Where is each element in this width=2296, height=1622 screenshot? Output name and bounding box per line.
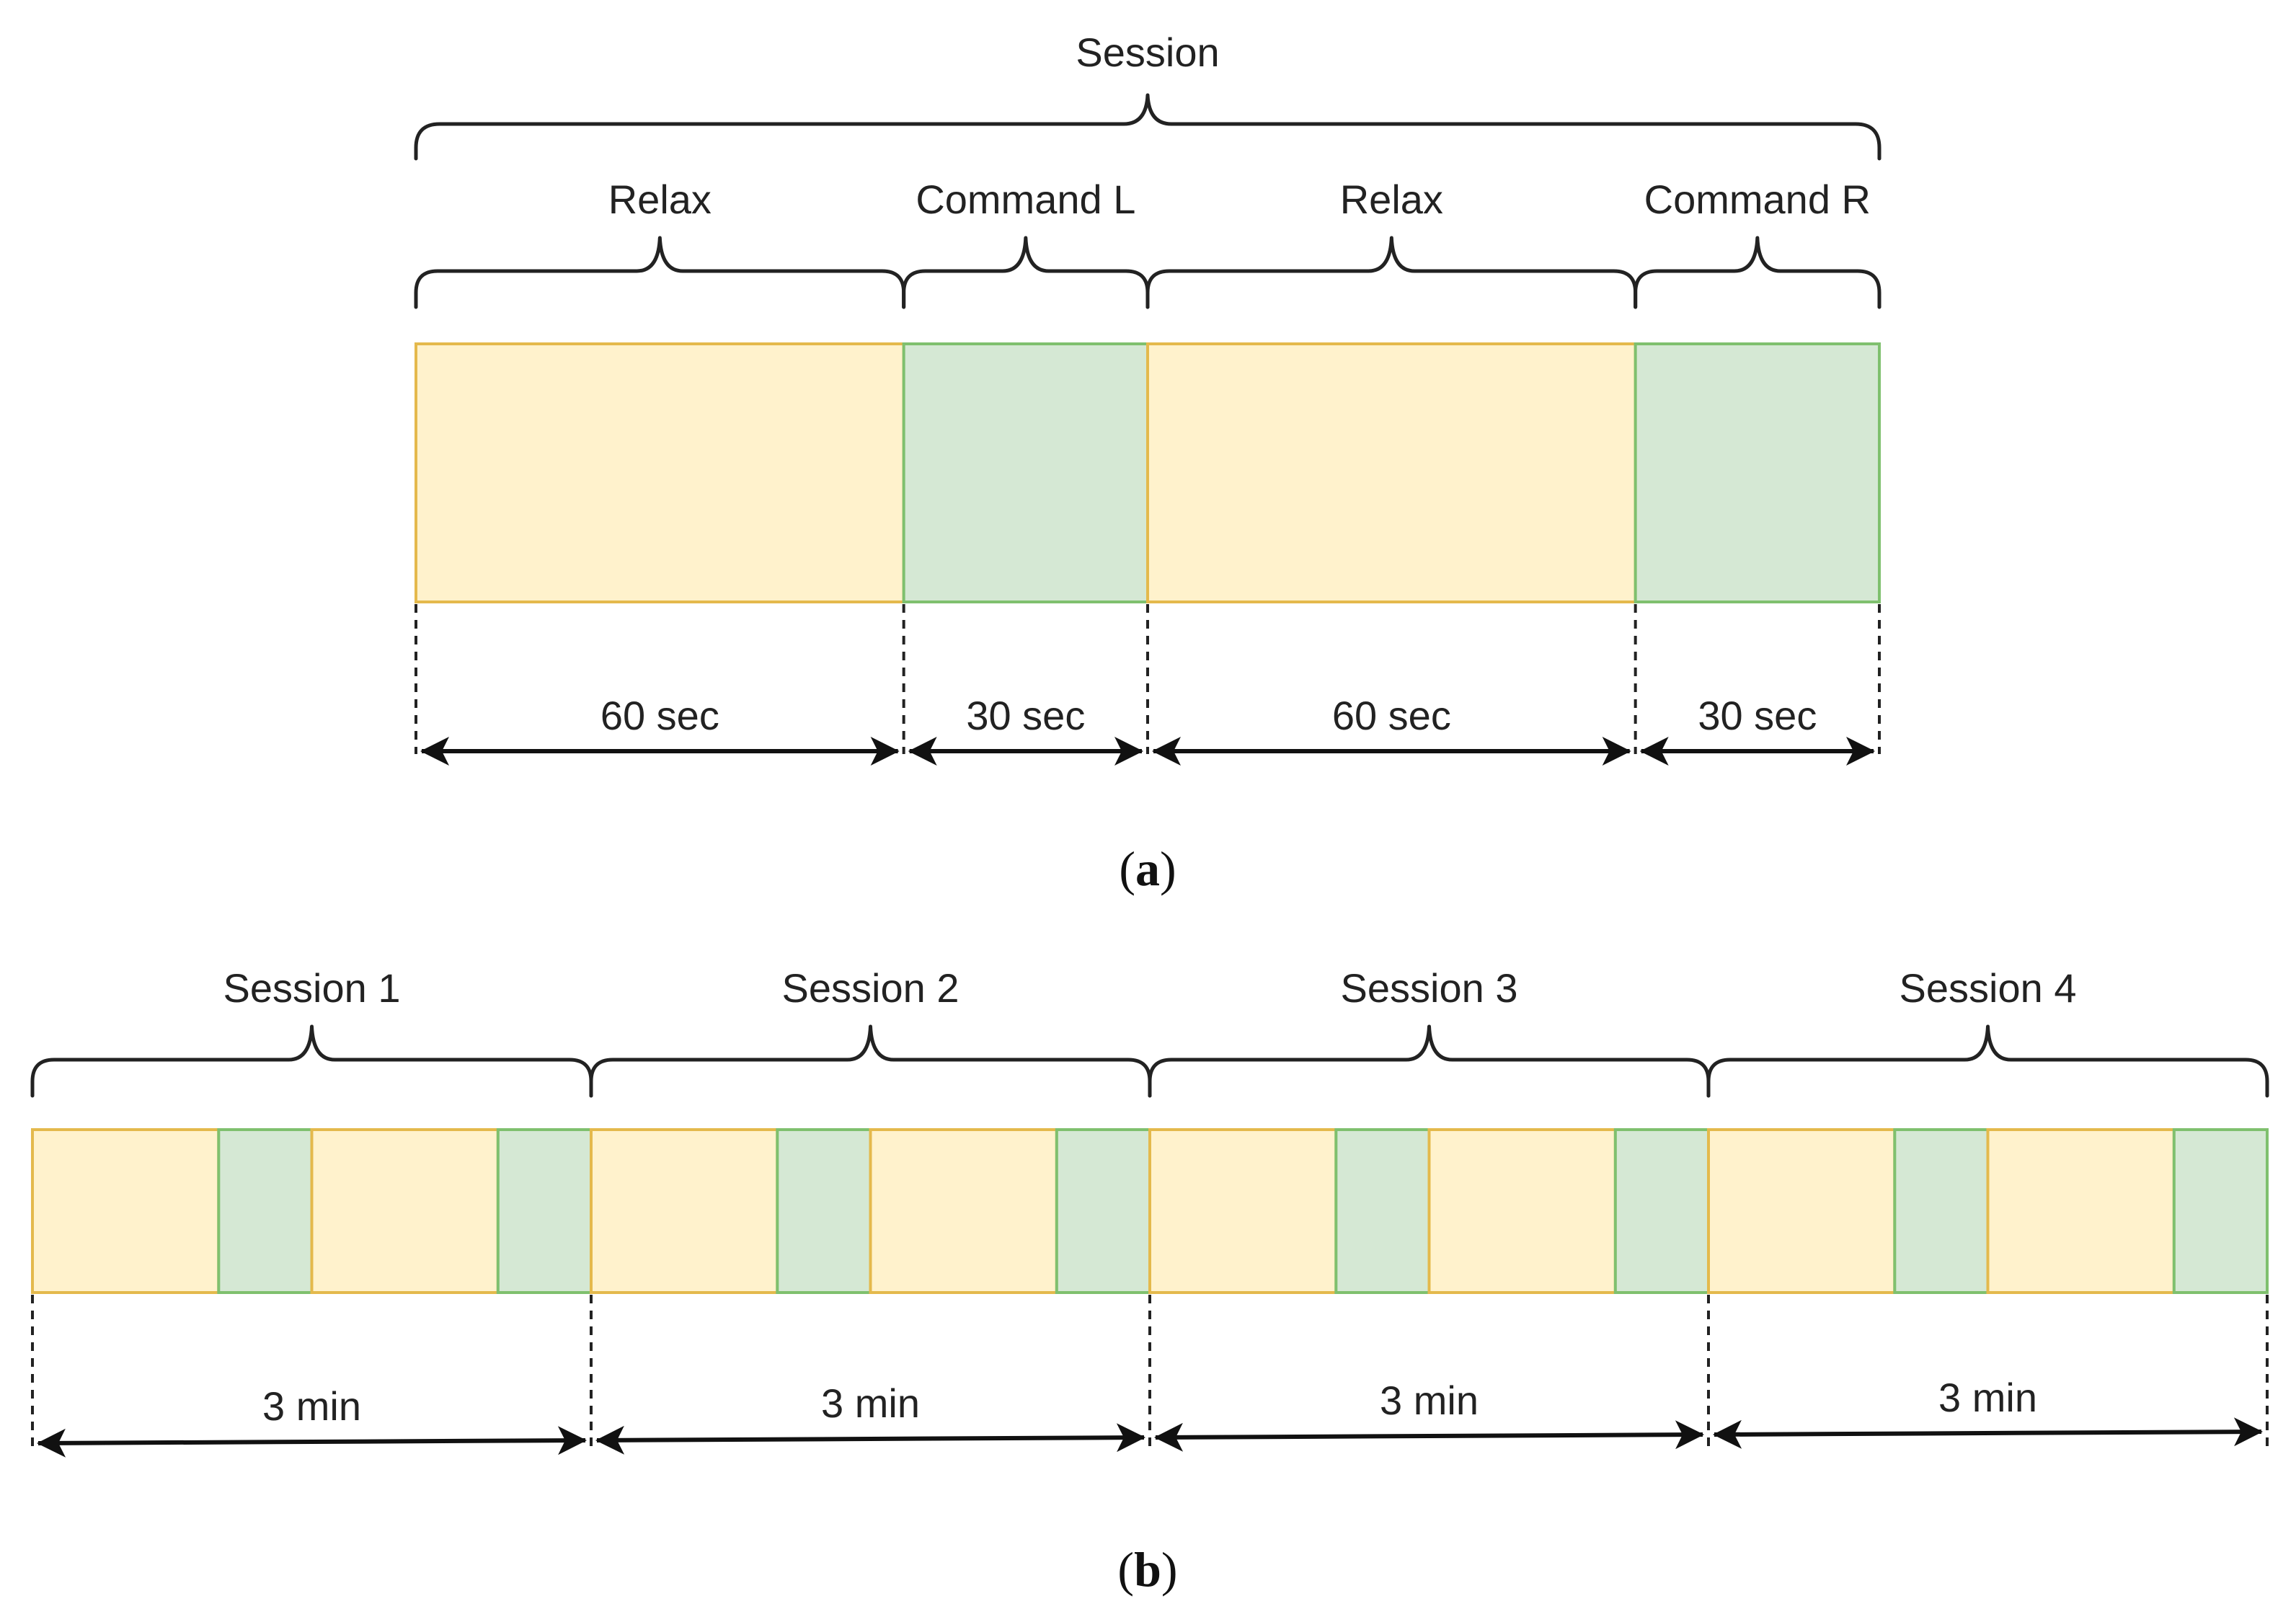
relax-block — [1148, 1128, 1338, 1294]
session-label: Session 1 — [223, 965, 401, 1011]
relax-block — [415, 342, 905, 603]
session-braces — [30, 1024, 2269, 1098]
phase-label: Relax — [608, 177, 712, 222]
duration-arrow — [595, 1423, 1145, 1455]
session-labels: Session 1 Session 2 Session 3 Session 4 — [223, 965, 2077, 1011]
command-block — [1634, 342, 1881, 603]
relax-block — [590, 1128, 779, 1294]
relax-block — [310, 1128, 500, 1294]
command-block — [217, 1128, 314, 1294]
phase-label: Relax — [1340, 177, 1443, 222]
session-brace — [414, 93, 1881, 161]
relax-block — [1707, 1128, 1897, 1294]
command-block — [2172, 1128, 2269, 1294]
duration-label: 30 sec — [1698, 693, 1817, 738]
command-block — [902, 342, 1149, 603]
duration-arrow — [1154, 1420, 1704, 1452]
session-label: Session 3 — [1341, 965, 1518, 1011]
duration-label: 3 min — [821, 1381, 920, 1426]
session-brace — [30, 1024, 593, 1098]
phase-label: Command R — [1644, 177, 1871, 222]
duration-label: 30 sec — [966, 693, 1085, 738]
session-brace — [1148, 1024, 1711, 1098]
relax-block — [1146, 342, 1637, 603]
panel-a-caption: (a) — [1119, 841, 1176, 896]
phase-labels: Relax Command L Relax Command R — [608, 177, 1871, 222]
relax-block — [1427, 1128, 1617, 1294]
duration-label: 3 min — [1380, 1378, 1479, 1423]
phase-braces — [414, 236, 1881, 309]
command-block — [1613, 1128, 1710, 1294]
phase-brace — [1634, 236, 1881, 309]
session-label: Session 4 — [1900, 965, 2077, 1011]
session-blocks — [31, 1128, 2269, 1294]
command-block — [1334, 1128, 1431, 1294]
session-label: Session — [1076, 30, 1219, 75]
duration-arrow — [1713, 1417, 2263, 1449]
command-block — [496, 1128, 593, 1294]
session-boundary-lines — [31, 1295, 2269, 1446]
duration-label: 60 sec — [600, 693, 719, 738]
duration-arrow — [37, 1426, 587, 1458]
session-duration-labels: 3 min 3 min 3 min 3 min — [262, 1375, 2037, 1429]
command-block — [1893, 1128, 1990, 1294]
phase-brace — [414, 236, 906, 309]
duration-label: 60 sec — [1332, 693, 1451, 738]
command-block — [1055, 1128, 1152, 1294]
command-block — [776, 1128, 872, 1294]
phase-blocks — [415, 342, 1881, 603]
relax-block — [31, 1128, 221, 1294]
session-duration-arrows — [37, 1417, 2263, 1458]
relax-block — [869, 1128, 1058, 1294]
duration-label: 3 min — [262, 1383, 361, 1429]
panel-b-caption: (b) — [1117, 1542, 1177, 1597]
panel-b: Session 1 Session 2 Session 3 Session 4 3 m… — [30, 965, 2269, 1597]
panel-a: Session Relax Command L Relax Command R 60 … — [414, 30, 1881, 896]
duration-label: 3 min — [1938, 1375, 2037, 1420]
session-brace — [1706, 1024, 2269, 1098]
phase-brace — [902, 236, 1150, 309]
relax-block — [1986, 1128, 2176, 1294]
duration-labels: 60 sec 30 sec 60 sec 30 sec — [600, 693, 1817, 738]
phase-label: Command L — [916, 177, 1135, 222]
phase-brace — [1145, 236, 1638, 309]
session-label: Session 2 — [782, 965, 959, 1011]
session-brace — [589, 1024, 1152, 1098]
